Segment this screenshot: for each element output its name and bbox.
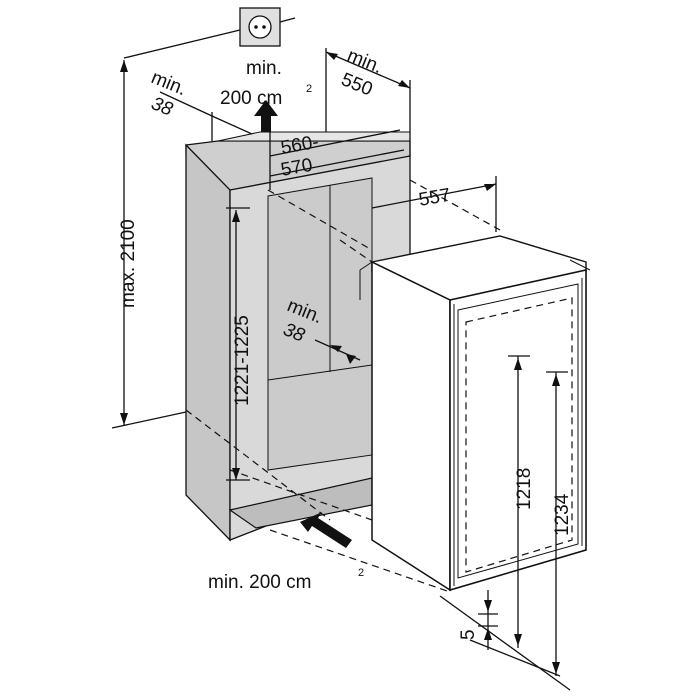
- gap-bottom: 5: [458, 629, 479, 640]
- ventilation-top-min: min.: [246, 58, 282, 79]
- ventilation-top-area: 200 cm: [220, 88, 282, 109]
- dimension-lines: [111, 17, 571, 691]
- ventilation-bottom: min. 200 cm: [208, 572, 311, 593]
- appliance-inner-outline: [465, 297, 573, 573]
- ventilation-top-sup: 2: [306, 83, 312, 95]
- vent-in-arrow: [300, 512, 352, 548]
- niche-height: 1221-1225: [232, 315, 253, 406]
- power-socket-icon: [239, 7, 281, 47]
- appliance-door-frame: [457, 283, 579, 579]
- hidden-lines: [185, 179, 501, 593]
- thick-arrow-icon: [254, 100, 352, 548]
- ventilation-bottom-sup: 2: [358, 567, 364, 579]
- appliance-height-inner: 1218: [514, 468, 535, 510]
- cabinet: [185, 131, 411, 542]
- height-max: max. 2100: [118, 219, 139, 308]
- appliance-height-outer: 1234: [552, 493, 573, 536]
- cabinet-inner-recess: [267, 177, 373, 471]
- vent-up-arrow: [254, 100, 278, 132]
- appliance-side: [371, 260, 451, 592]
- cabinet-left-panel: [185, 143, 231, 542]
- appliance: [359, 235, 591, 592]
- appliance-depth: 557: [417, 185, 452, 211]
